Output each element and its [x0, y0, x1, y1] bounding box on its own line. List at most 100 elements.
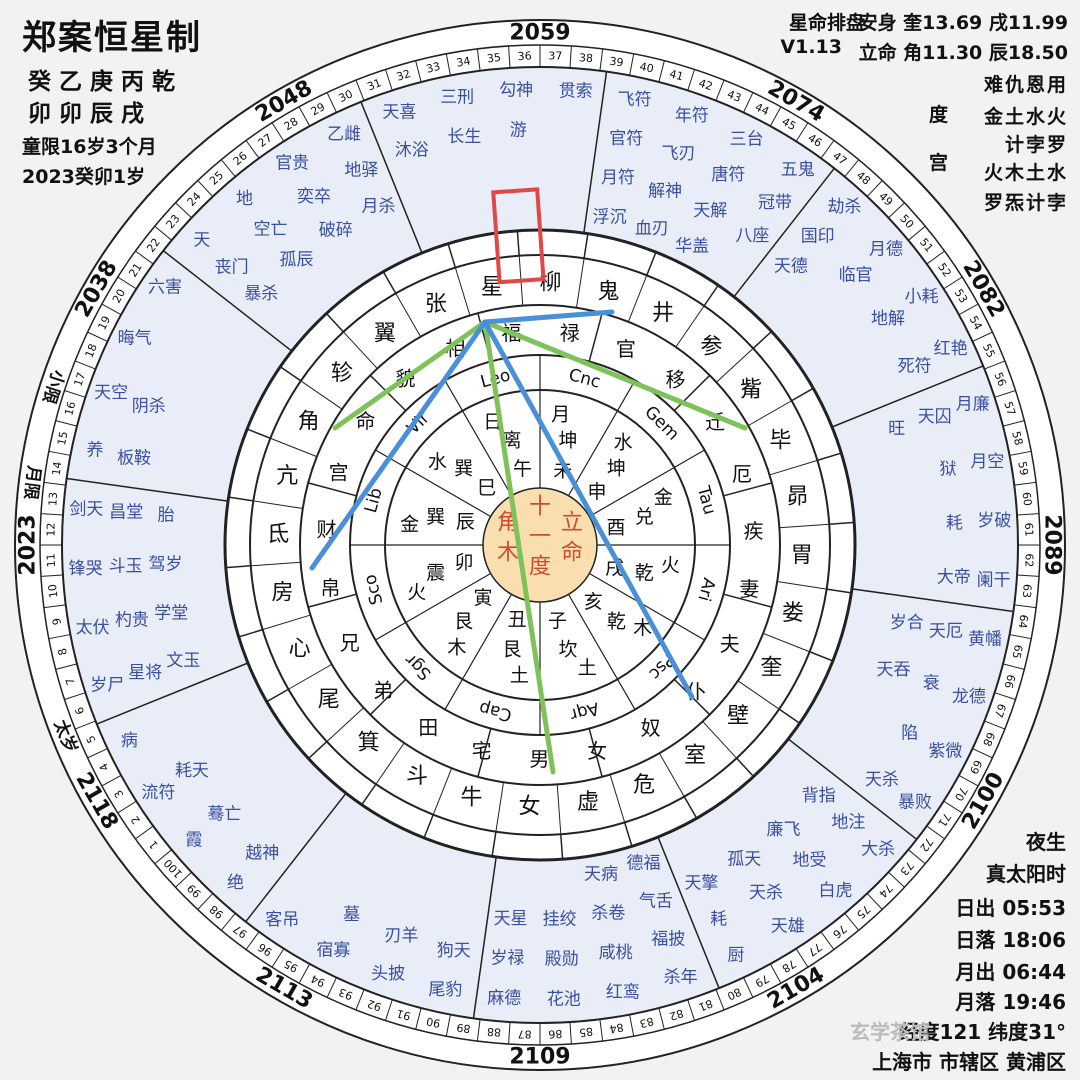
trigram-label: 艮	[503, 638, 522, 660]
mansion-divider	[395, 293, 422, 338]
planet-label: 火	[407, 581, 426, 603]
age-number: 28	[282, 115, 301, 133]
shensha-item: 天	[193, 231, 210, 251]
trigram-label: 巽	[426, 506, 445, 528]
moonrise: 月出 06:44	[955, 960, 1066, 984]
year-label: 2089	[1040, 514, 1065, 575]
chart-title: 郑案恒星制	[22, 18, 202, 58]
age-number: 86	[548, 1027, 563, 1041]
mansion-divider	[225, 565, 251, 569]
shensha-item: 地驿	[344, 160, 378, 180]
palace-label: 命	[356, 409, 376, 433]
year-label: 2059	[509, 21, 570, 46]
age-number: 19	[95, 314, 113, 332]
age-tick	[599, 48, 604, 71]
palace-divider	[369, 678, 407, 716]
mansion-divider	[325, 312, 344, 333]
aspect-line	[482, 319, 748, 431]
age-number: 66	[1002, 673, 1018, 690]
sector-divider	[96, 662, 249, 725]
age-number: 94	[309, 972, 327, 990]
age-number: 87	[518, 1027, 532, 1040]
age-number: 95	[282, 957, 301, 975]
shensha-item: 地	[236, 189, 253, 209]
shensha-item: 浮沉	[593, 207, 627, 227]
age-tick	[1017, 574, 1040, 577]
age-tick	[326, 92, 337, 113]
age-number: 93	[337, 985, 355, 1002]
mansion-label: 女	[519, 794, 541, 819]
age-number: 15	[55, 430, 70, 446]
shensha-item: 天病	[584, 864, 618, 884]
shensha-item: 飞刃	[662, 144, 696, 164]
mansion-divider	[778, 708, 801, 724]
shensha-item: 耗	[710, 910, 727, 930]
age-tick	[1014, 481, 1037, 486]
mansion-divider	[791, 387, 814, 402]
age-tick	[117, 800, 137, 814]
age-tick	[101, 303, 122, 316]
moonset: 月落 19:46	[955, 990, 1066, 1014]
age-number: 21	[126, 261, 144, 280]
age-number: 89	[456, 1021, 472, 1036]
planet-label: 火	[661, 555, 680, 577]
planet-divider	[589, 572, 675, 624]
mansion-label: 心	[289, 637, 311, 662]
age-tick	[984, 720, 1006, 730]
mansion-label: 井	[652, 301, 674, 326]
shensha-item: 狱	[940, 459, 957, 479]
shensha-item: 飞符	[618, 90, 652, 110]
shensha-item: 紫微	[928, 742, 962, 762]
shensha-item: 流符	[141, 783, 175, 803]
center-text: 命	[561, 541, 583, 566]
planet-divider	[405, 466, 491, 518]
age-number: 33	[425, 60, 442, 76]
shensha-item: 星将	[128, 663, 162, 683]
age-number: 46	[805, 131, 824, 149]
sector-divider	[851, 588, 1014, 613]
planet-label: 金	[400, 513, 419, 535]
shensha-item: 孤天	[727, 850, 761, 870]
age-number: 61	[1022, 522, 1036, 537]
bazi-row-2: 卯卯辰戌	[28, 101, 152, 127]
mansion-label: 箕	[358, 731, 380, 756]
mansion-divider	[307, 741, 328, 760]
age-tick	[48, 450, 71, 456]
shensha-item: 麻德	[487, 989, 521, 1009]
age-tick	[415, 1007, 422, 1030]
mansion-divider	[623, 822, 633, 847]
true-solar-time: 真太阳时	[986, 862, 1066, 886]
age-tick	[298, 963, 311, 984]
shensha-item: 文玉	[166, 651, 200, 671]
palace-divider	[723, 482, 773, 497]
age-tick	[658, 60, 665, 83]
shensha-item: 锋哭	[69, 559, 103, 579]
watermark: 玄学茶馆	[850, 1020, 930, 1044]
mansion-label: 氐	[267, 522, 289, 547]
trigram-label: 坤	[607, 458, 626, 480]
age-number: 70	[952, 785, 970, 804]
mansion-divider	[556, 784, 562, 835]
age-number: 55	[980, 342, 998, 360]
shensha-item: 狗天	[437, 941, 471, 961]
shensha-item: 咸桃	[599, 943, 633, 963]
age-number: 11	[44, 553, 58, 568]
shensha-item: 八座	[735, 226, 769, 246]
shensha-item: 岁合	[890, 613, 924, 633]
mansion-label: 胃	[791, 543, 813, 568]
year-label: 2109	[509, 1045, 570, 1070]
shensha-item: 天擎	[684, 873, 718, 893]
shensha-item: 临官	[839, 265, 873, 285]
age-tick	[271, 948, 285, 968]
age-number: 56	[991, 370, 1008, 388]
age-tick	[385, 69, 393, 91]
planet-label: 水	[614, 431, 633, 453]
shensha-item: 陷	[901, 723, 918, 743]
shensha-item: 阑干	[977, 571, 1011, 591]
shensha-item: 地受	[793, 851, 827, 871]
age-tick	[55, 420, 78, 427]
shensha-item: 月符	[601, 168, 635, 188]
age-tick	[508, 1022, 511, 1045]
age-tick	[743, 92, 754, 113]
age-number: 37	[548, 50, 562, 63]
